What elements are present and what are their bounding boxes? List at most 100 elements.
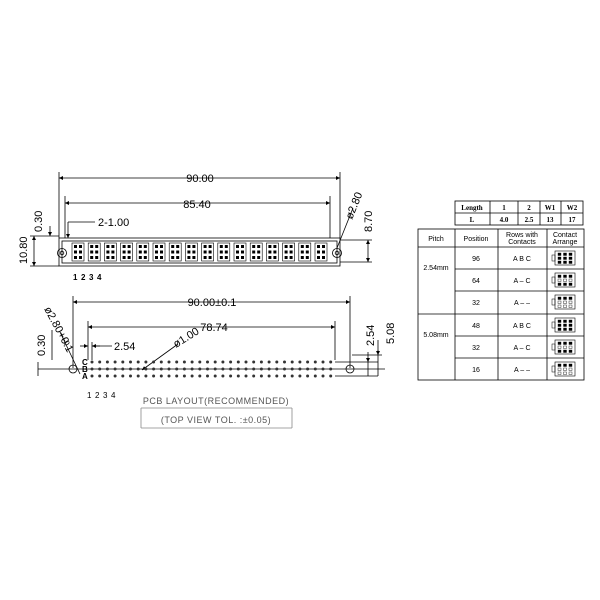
pcb-hole [129,360,132,364]
contact-arrangement-icon [551,250,576,266]
pcb-row-c: C [82,358,88,367]
pcb-hole [313,374,317,378]
pcb-hole [105,374,109,378]
top-contact-cell [185,242,198,262]
pcb-hole [313,360,317,364]
length-row-label: L [470,216,475,224]
top-contact-cell [298,242,312,262]
top-dim-030: 0.30 [33,211,45,232]
pcb-pin-4: 4 [111,391,116,400]
top-view-contacts [71,242,328,262]
pcb-hole [206,367,209,371]
top-pin-3: 3 [89,273,94,282]
pcb-hole [275,367,279,371]
pcb-hole [236,374,240,378]
length-row-w2: 17 [569,216,577,224]
pcb-hole [175,367,179,371]
pcb-view [37,296,385,429]
pcb-hole [113,374,117,378]
top-contact-cell [71,242,85,262]
length-row-w1: 13 [547,216,555,224]
pcb-hole [229,374,233,378]
pcb-hole [267,360,271,364]
pcb-hole [121,367,125,371]
contact-arrangement-icon [551,317,576,333]
pcb-hole [229,360,233,364]
pcb-hole [244,360,248,364]
pcb-hole [144,374,148,378]
pcb-hole [198,367,202,371]
pcb-hole [213,360,217,364]
pcb-pin-3: 3 [103,391,108,400]
pcb-hole [121,374,125,378]
top-contact-cell [152,242,166,262]
pcb-dim-overall: 90.00±0.1 [188,297,237,309]
pcb-hole [283,360,286,364]
pcb-hole [98,360,102,364]
pcb-hole [198,374,202,378]
pcb-hole [244,374,248,378]
pcb-hole [190,367,194,371]
pcb-hole [283,374,286,378]
pcb-caption-tolerance: (TOP VIEW TOL. :±0.05) [161,415,271,425]
top-pin-1: 1 [73,273,78,282]
top-contact-cell [120,242,133,262]
pcb-hole [321,360,325,364]
top-view [30,172,372,267]
pcb-hole [129,374,132,378]
spec-contacts: A – C [513,345,530,352]
pcb-hole [98,374,102,378]
pcb-hole [159,374,163,378]
pcb-hole [206,374,209,378]
top-contact-cell [249,242,263,262]
top-contact-cell [168,242,182,262]
top-pin-2: 2 [81,273,86,282]
spec-header-pitch: Pitch [428,236,444,243]
pcb-row-b: B [82,365,88,374]
length-header-2: 2 [527,204,531,212]
pcb-hole [306,360,310,364]
pcb-hole [175,374,179,378]
length-row-1: 4.0 [500,216,509,224]
top-dim-height: 10.80 [18,236,30,264]
pcb-hole [267,374,271,378]
contact-arrangement-icon [551,294,576,310]
pcb-hole [98,367,102,371]
pcb-hole [298,374,302,378]
pcb-hole [136,360,140,364]
pcb-hole [113,360,117,364]
top-contact-cell [217,242,231,262]
spec-table [417,228,585,381]
pcb-hole [329,374,333,378]
pcb-hole [129,367,132,371]
pcb-pin-1: 1 [87,391,92,400]
pcb-hole [306,374,310,378]
spec-position: 64 [472,278,480,285]
pcb-dim-030: 0.30 [36,335,48,356]
length-table [454,200,584,226]
pcb-hole [190,360,194,364]
pcb-hole [144,360,148,364]
length-header-w1: W1 [545,204,556,212]
spec-contacts: A – – [514,367,530,374]
spec-position: 32 [472,345,480,352]
pcb-hole [329,367,333,371]
top-contact-cell [266,242,279,262]
pcb-hole [182,374,186,378]
pcb-hole [152,374,156,378]
pcb-dim-254: 2.54 [365,325,377,346]
pcb-hole [113,367,117,371]
pcb-hole [236,360,240,364]
spec-header-arr-2: Arrange [553,239,578,246]
pcb-hole [221,360,225,364]
pcb-hole [182,367,186,371]
length-header-w2: W2 [567,204,578,212]
pcb-hole [198,360,202,364]
pcb-dim-pitch-span: 78.74 [200,322,228,334]
spec-header-position: Position [464,236,489,243]
pcb-hole [252,360,256,364]
pcb-hole [221,367,225,371]
pcb-hole [182,360,186,364]
pcb-hole [275,374,279,378]
top-contact-cell [87,242,101,262]
